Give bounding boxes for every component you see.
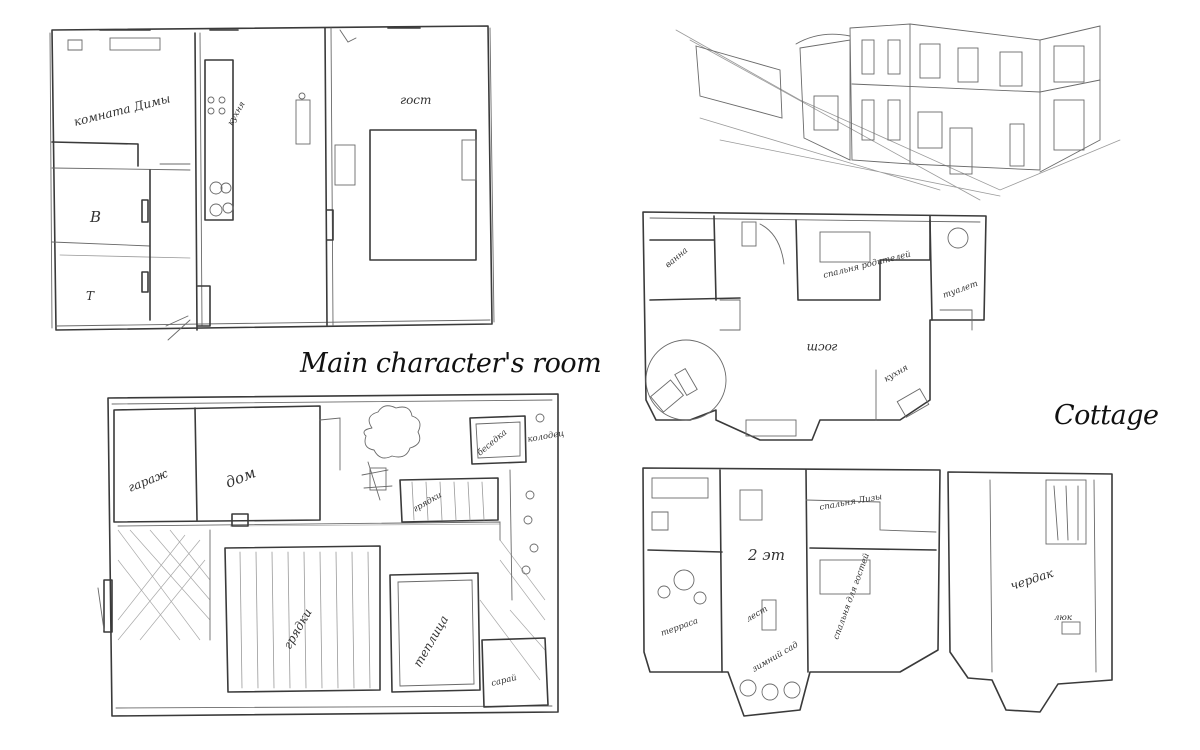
label-guest: гост — [400, 93, 431, 107]
label-c1-bath: ванна — [664, 246, 691, 271]
label-shed: сарай — [490, 673, 517, 689]
label-c1-toilet: туалет — [942, 279, 980, 301]
label-garage: гараж — [126, 466, 170, 495]
label-dima-room: комната Димы — [72, 91, 171, 129]
cottage-floor2-plan: 2 эт спальня Лизы спальня для гостей тер… — [642, 467, 941, 717]
label-hatch: люк — [1054, 613, 1073, 623]
label-house: дом — [223, 463, 258, 491]
label-gazebo: беседка — [475, 427, 509, 458]
label-c2-guests: спальня для гостей — [831, 552, 872, 641]
label-toilet: Т — [86, 289, 95, 303]
label-attic: чердак — [1009, 566, 1056, 593]
label-c2-liza: спальня Лизы — [819, 492, 883, 513]
label-kitchen: кухня — [226, 100, 248, 128]
label-c2-stairs: лест — [745, 604, 770, 624]
caption-main-room: Main character's room — [299, 348, 601, 379]
cottage-floor1-plan: ванна спальня родителей туалет гост кухн… — [642, 211, 987, 441]
label-greenhouse: теплица — [410, 613, 451, 669]
cottage-attic-plan: чердак люк — [947, 471, 1113, 713]
label-well: колодец — [527, 429, 565, 445]
label-bath: В — [89, 208, 101, 226]
label-c2-winter-garden: зимний сад — [751, 640, 801, 675]
label-beds: грядки — [280, 606, 314, 651]
site-plan: гараж дом беседка грядки грядки теплица … — [97, 393, 565, 717]
label-c1-parents: спальня родителей — [822, 250, 911, 281]
main-room-plan: комната Димы кухня гост В Т — [49, 25, 495, 341]
label-c2-floor: 2 эт — [747, 546, 785, 564]
label-c1-guest: гост — [807, 341, 838, 355]
cottage-perspective — [675, 23, 1121, 201]
label-c2-terrace: терраса — [660, 616, 700, 639]
label-c1-kitchen: кухня — [883, 363, 911, 385]
caption-cottage: Cottage — [1054, 400, 1158, 431]
